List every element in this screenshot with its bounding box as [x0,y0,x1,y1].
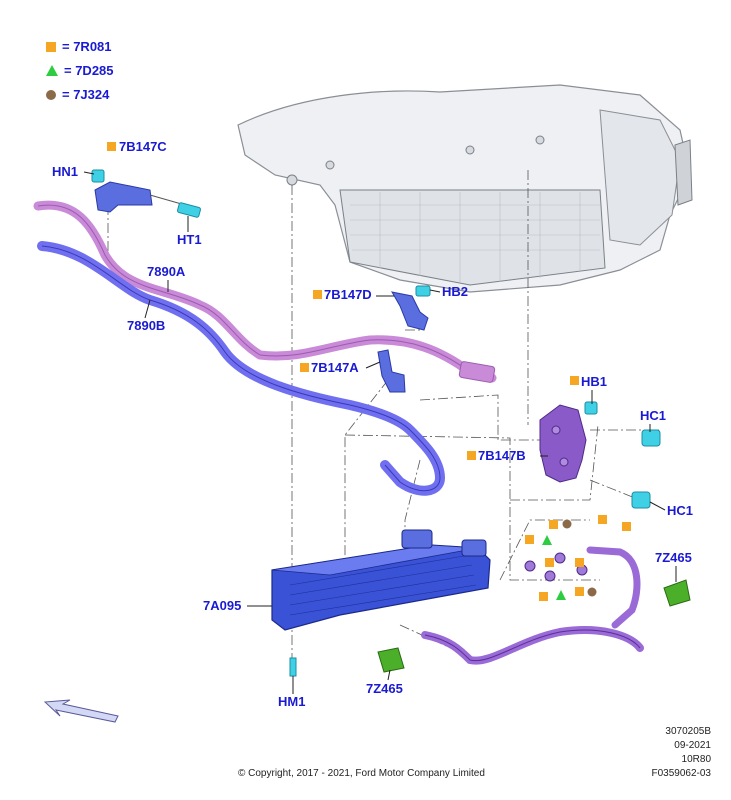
bracket-7b147c [94,181,186,213]
figure-id: F0359062-03 [651,768,712,779]
legend-row-7d285: = 7D285 [46,63,114,78]
clip-hn1 [91,169,105,183]
orange-square-icon [46,41,56,52]
label-7b147b: 7B147B [478,448,526,463]
label-7b147d: 7B147D [324,287,372,302]
clip-hb1 [584,401,598,415]
bracket-7b147d [391,291,429,331]
brown-dot-markers [562,519,597,597]
doc-date: 09-2021 [674,740,711,751]
legend-row-7r081: = 7R081 [46,39,112,54]
label-7z465-bottom: 7Z465 [366,681,403,696]
label-7b147c: 7B147C [119,139,167,154]
orange-square-markers [525,515,631,601]
legend-text: = 7R081 [62,39,112,54]
label-7z465-right: 7Z465 [655,550,692,565]
brown-dot-icon [46,89,56,100]
label-7b147a: 7B147A [311,360,359,375]
label-hb1: HB1 [581,374,607,389]
clip-hc1-top [641,429,661,447]
clip-ht1 [177,202,201,218]
label-7890a: 7890A [147,264,186,279]
direction-arrow-icon [43,699,119,723]
doc-model: 10R80 [681,754,711,765]
label-hc1-top: HC1 [640,408,666,423]
fittings-group [524,552,588,582]
green-triangle-markers [542,535,566,600]
bracket-7b147a [377,349,406,393]
bracket-7b147b [539,404,587,483]
legend-row-7j324: = 7J324 [46,87,109,102]
label-7890b: 7890B [127,318,165,333]
label-ht1: HT1 [177,232,202,247]
screw-hm1 [289,657,297,677]
callout-labels: 7B147C HN1 HT1 7890A 7890B 7B147D HB2 7B… [52,139,693,709]
grommet-7z465-bottom [377,647,405,673]
cooler-7a095 [271,529,491,631]
hose-lower [421,626,644,665]
green-triangle-icon [46,65,58,76]
legend-text: = 7D285 [64,63,114,78]
label-hc1-bottom: HC1 [667,503,693,518]
label-hb2: HB2 [442,284,468,299]
grommet-7z465-right [663,579,691,607]
legend-text: = 7J324 [62,87,110,102]
label-hm1: HM1 [278,694,305,709]
hose-right [586,546,641,629]
label-7a095: 7A095 [203,598,241,613]
clip-hb2 [415,285,431,297]
clip-hc1-bottom [631,491,651,509]
transmission-housing [237,84,693,293]
label-hn1: HN1 [52,164,78,179]
doc-number: 3070205B [665,726,711,737]
copyright-notice: © Copyright, 2017 - 2021, Ford Motor Com… [238,768,485,779]
